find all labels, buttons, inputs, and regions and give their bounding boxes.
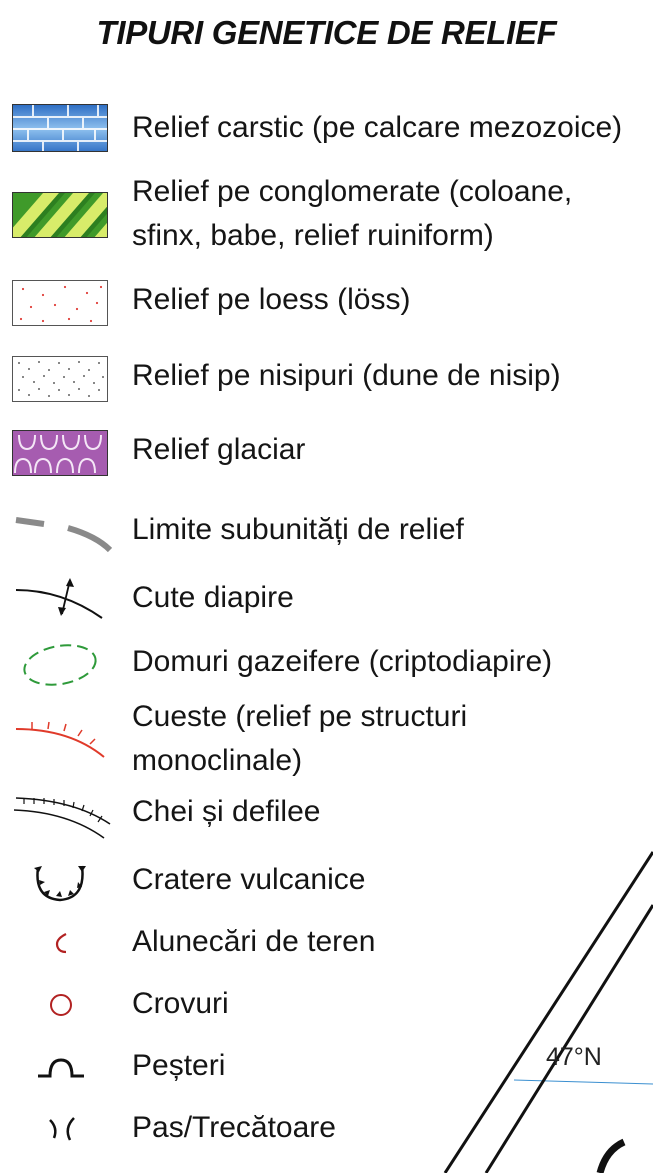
dashed-boundary-icon	[15, 517, 112, 553]
gorge-icon	[13, 797, 111, 839]
loess-dots-icon	[12, 280, 108, 326]
legend-label: Chei și defilee	[132, 795, 321, 828]
latitude-line	[513, 1079, 653, 1085]
conglomerate-stripes-icon	[12, 192, 108, 238]
legend-label: Crovuri	[132, 987, 229, 1020]
pass-icon	[49, 1117, 75, 1141]
legend-label: Domuri gazeifere (criptodiapire)	[132, 645, 553, 678]
legend-title: TIPURI GENETICE DE RELIEF	[96, 14, 557, 51]
sand-dots-icon	[12, 356, 108, 402]
legend-label: Relief glaciar	[132, 433, 306, 466]
map-frame-inner-edge	[484, 904, 653, 1173]
crov-circle-icon	[50, 994, 72, 1016]
legend-label: Cute diapire	[132, 581, 294, 614]
legend-label: Relief carstic (pe calcare mezozoice)	[132, 111, 623, 144]
legend-label: Relief pe nisipuri (dune de nisip)	[132, 359, 561, 392]
legend-label-line2: monoclinale)	[132, 744, 303, 777]
legend-label: Relief pe conglomerate (coloane,	[132, 175, 573, 208]
legend-label: Cueste (relief pe structuri	[132, 700, 468, 733]
map-symbol-partial	[596, 1138, 626, 1173]
volcanic-crater-icon	[34, 865, 86, 902]
legend-label-line2: sfinx, babe, relief ruiniform)	[132, 219, 494, 252]
gas-dome-icon	[23, 644, 97, 686]
glacial-pattern-icon	[12, 430, 108, 476]
legend-label: Peșteri	[132, 1049, 226, 1082]
cave-icon	[38, 1058, 84, 1078]
legend-label: Pas/Trecătoare	[132, 1111, 336, 1144]
legend-label: Relief pe loess (löss)	[132, 283, 411, 316]
legend-label: Limite subunități de relief	[132, 513, 464, 546]
limestone-pattern-icon	[12, 104, 108, 152]
map-frame-edge	[443, 851, 653, 1173]
diapir-fold-icon	[15, 578, 103, 619]
latitude-label: 47°N	[546, 1043, 602, 1071]
legend-label: Cratere vulcanice	[132, 863, 366, 896]
cuesta-icon	[15, 721, 105, 758]
landslide-icon	[55, 933, 67, 954]
legend-label: Alunecări de teren	[132, 925, 376, 958]
